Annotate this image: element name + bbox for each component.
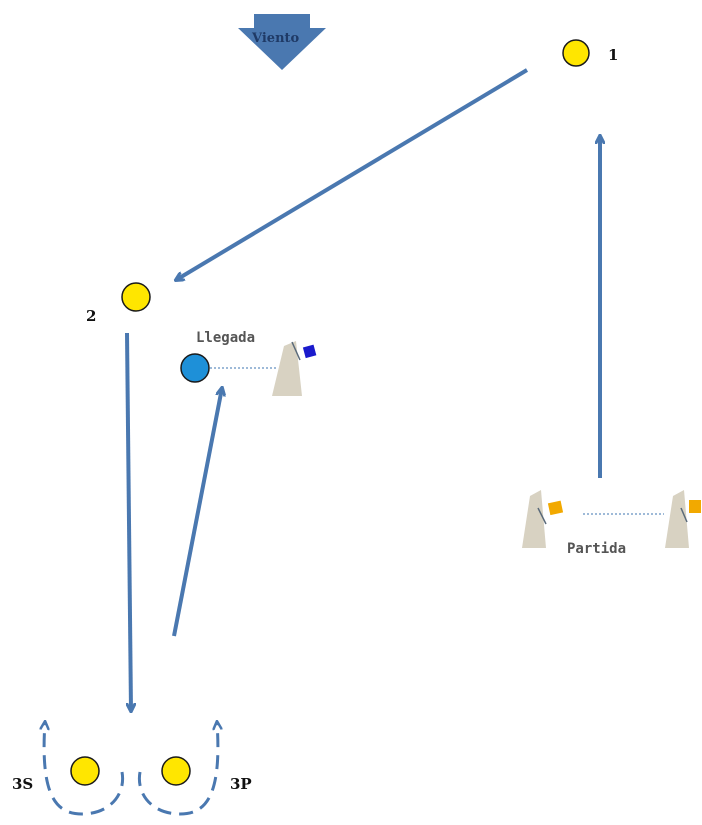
gate-3s-buoy-icon xyxy=(70,756,100,786)
mark-2-label: 2 xyxy=(86,307,96,325)
start-flag-left-icon xyxy=(547,500,564,516)
start-label: Partida xyxy=(567,541,626,557)
gate-3p-buoy-icon xyxy=(161,756,191,786)
mark-2: 2 xyxy=(86,282,151,325)
leg-gate-to-finish-arrow xyxy=(172,388,222,637)
mark-2-buoy-icon xyxy=(121,282,151,312)
gate-3p-rounding-path xyxy=(137,722,218,816)
start-committee-boat-icon xyxy=(665,490,701,548)
leg-2-to-gate-arrow xyxy=(125,332,131,711)
course-legs xyxy=(125,68,600,711)
start-pin-boat-icon xyxy=(522,490,564,548)
finish-flag-icon xyxy=(302,344,317,359)
mark-1: 1 xyxy=(562,39,618,67)
start-flag-right-icon xyxy=(689,500,701,513)
leeward-gate: 3S 3P xyxy=(12,722,252,816)
gate-3s-rounding-path xyxy=(44,722,125,816)
gate-3p-label: 3P xyxy=(230,775,252,793)
finish-label: Llegada xyxy=(196,330,255,346)
start-line: Partida xyxy=(522,490,701,557)
wind-arrow-icon xyxy=(238,14,326,70)
wind-indicator: Viento xyxy=(238,14,326,70)
finish-buoy-icon xyxy=(180,353,210,383)
finish-line: Llegada xyxy=(180,330,317,396)
leg-1-to-2-arrow xyxy=(176,68,529,280)
mark-1-buoy-icon xyxy=(562,39,590,67)
gate-3s-label: 3S xyxy=(12,775,33,793)
finish-committee-boat-icon xyxy=(272,341,317,396)
mark-1-label: 1 xyxy=(608,46,618,64)
wind-label: Viento xyxy=(251,31,300,46)
